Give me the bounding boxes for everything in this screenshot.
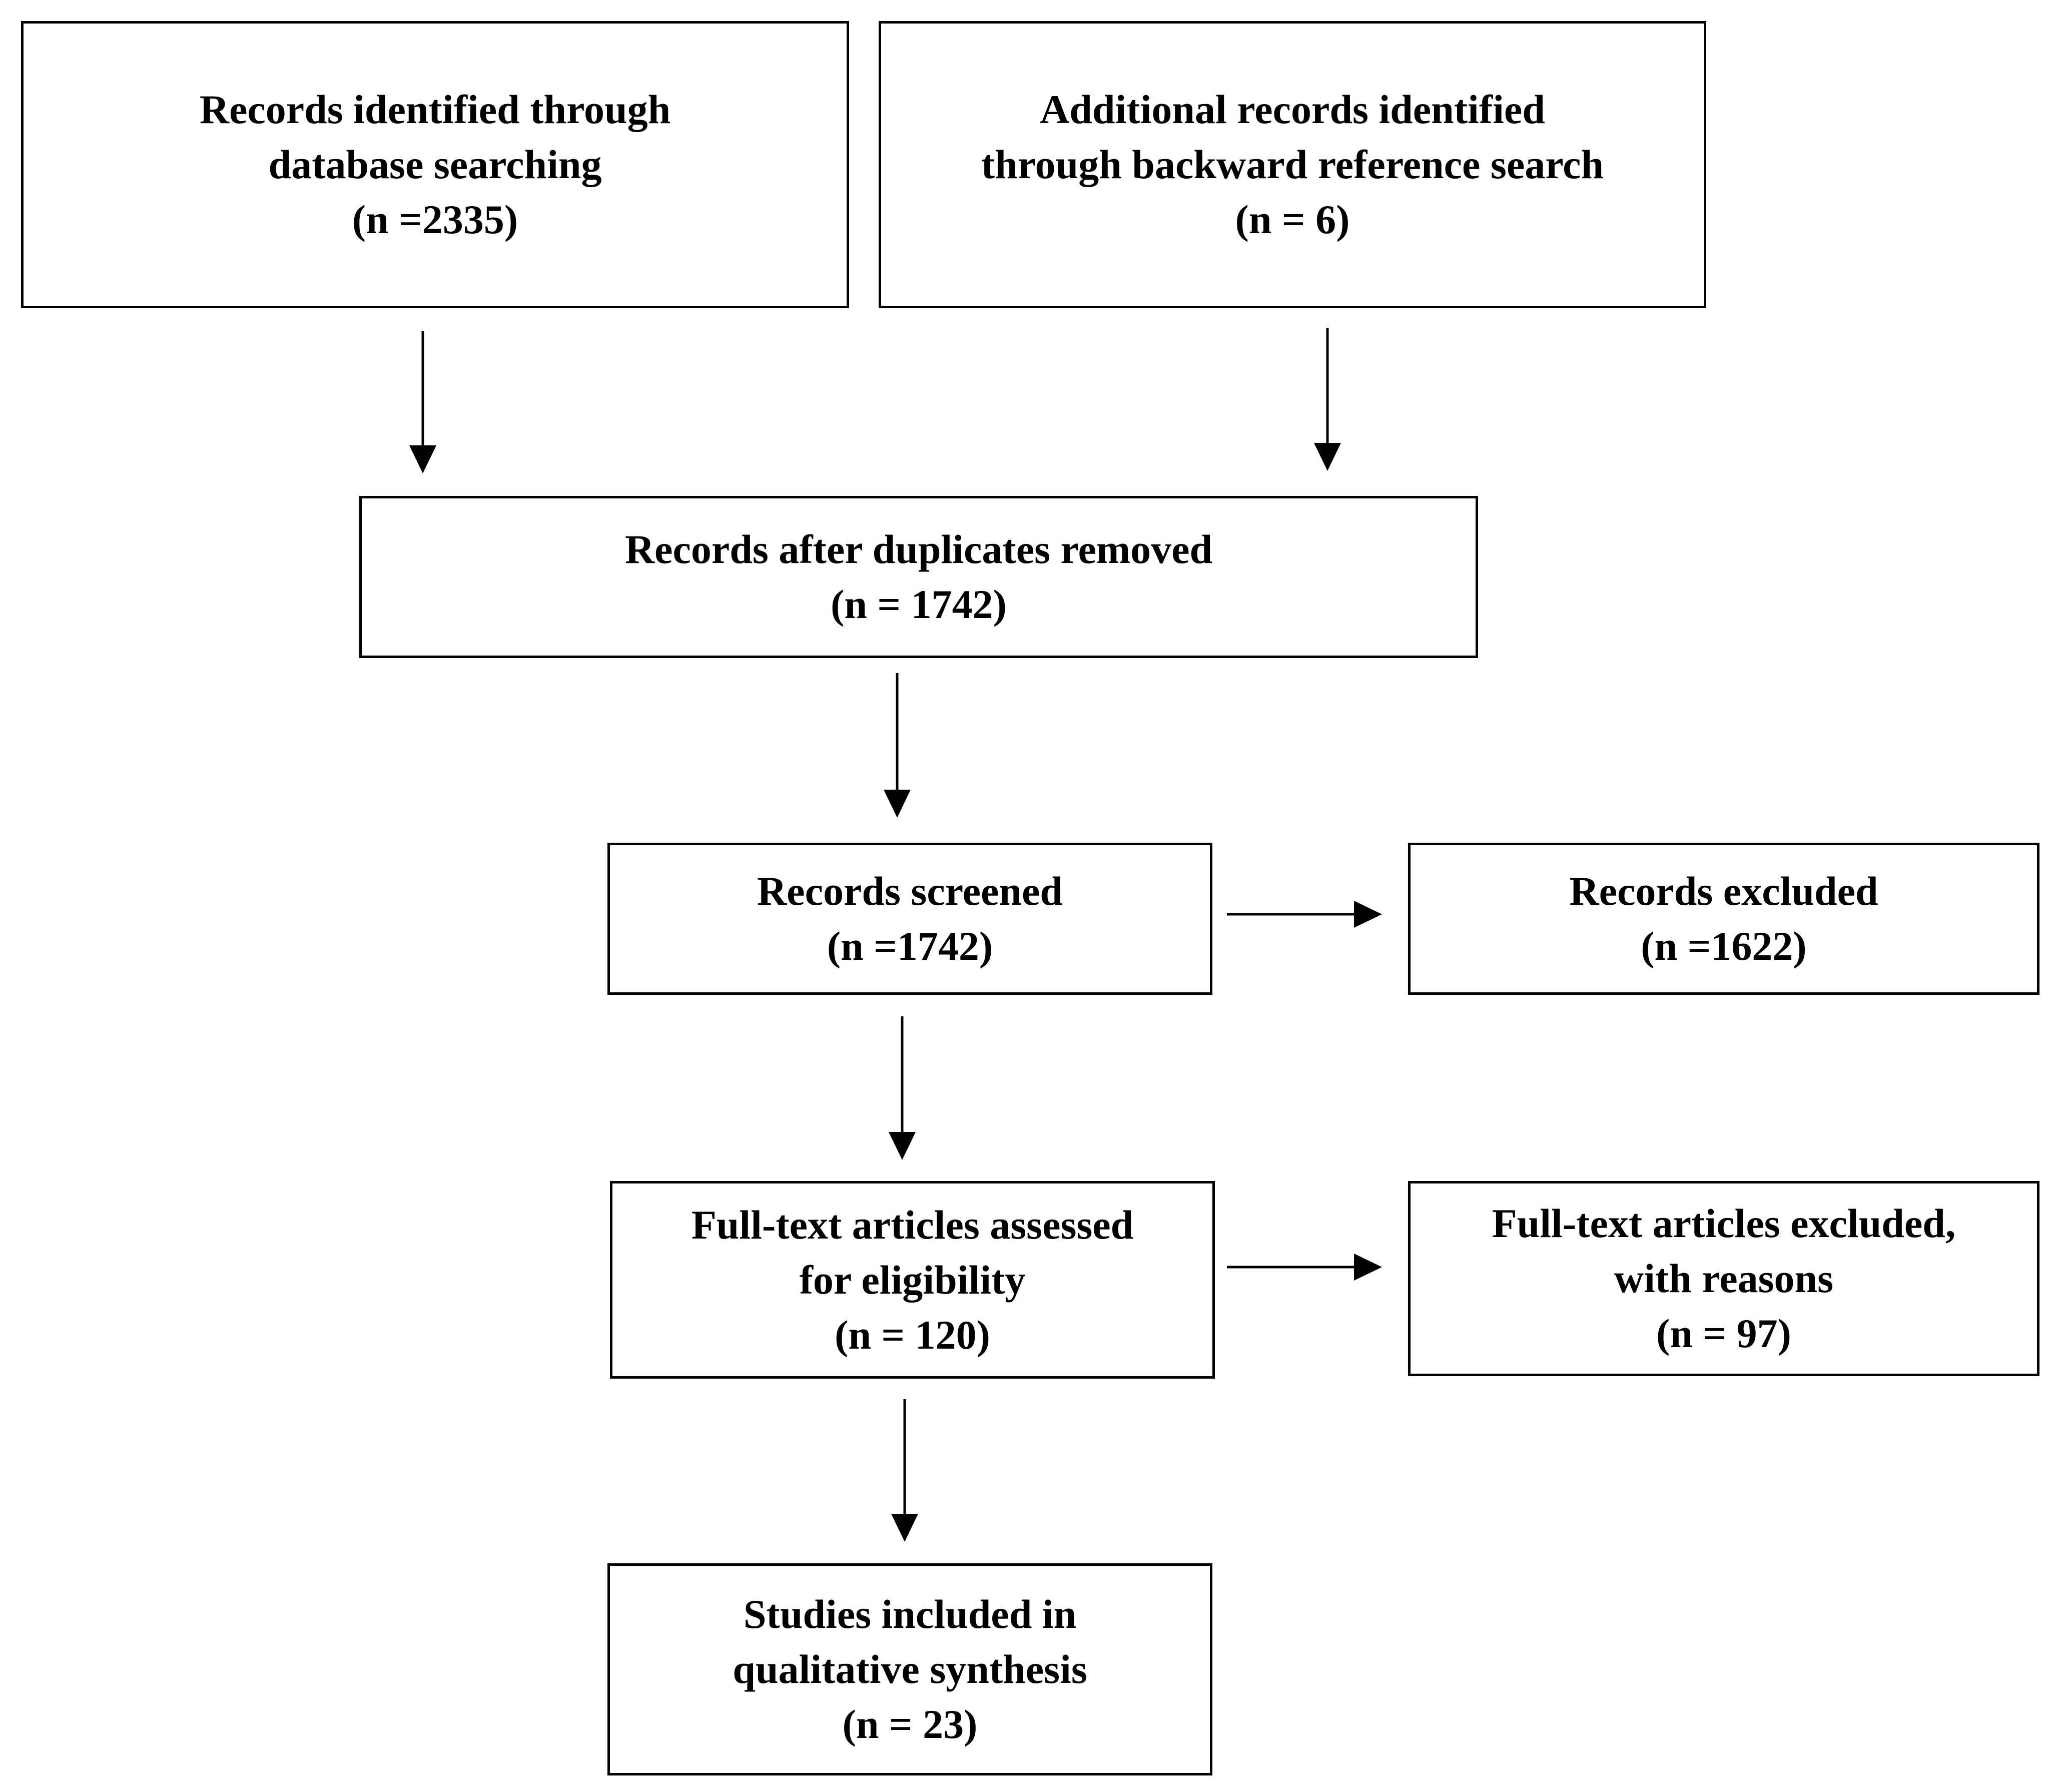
records-screened-count: (n =1742) [827,923,993,969]
fulltext-assessed-title-line1: Full-text articles assessed [691,1202,1134,1248]
fulltext-assessed-box: Full-text articles assessed for eligibil… [610,1181,1215,1379]
studies-included-title-line1: Studies included in [743,1591,1077,1637]
records-identified-box: Records identified through database sear… [21,21,849,308]
fulltext-assessed-title-line2: for eligibility [799,1257,1026,1303]
records-identified-count: (n =2335) [352,197,518,242]
arrow-duplicates-to-screened [884,673,911,818]
fulltext-excluded-box: Full-text articles excluded, with reason… [1408,1181,2039,1376]
arrow-fulltext-to-included [891,1399,918,1542]
studies-included-title-line2: qualitative synthesis [733,1646,1087,1692]
records-excluded-title: Records excluded [1569,868,1878,914]
studies-included-box: Studies included in qualitative synthesi… [607,1563,1212,1775]
additional-records-title-line1: Additional records identified [1040,87,1545,132]
studies-included-count: (n = 23) [842,1701,978,1747]
records-excluded-box: Records excluded (n =1622) [1408,843,2039,995]
additional-records-title-line2: through backward reference search [981,142,1604,187]
records-screened-box: Records screened (n =1742) [607,843,1212,995]
arrow-screened-to-excluded [1227,901,1382,928]
arrow-additional-to-duplicates [1314,328,1341,471]
records-screened-title: Records screened [757,868,1063,914]
additional-records-count: (n = 6) [1235,197,1350,242]
fulltext-excluded-count: (n = 97) [1656,1311,1791,1356]
records-excluded-count: (n =1622) [1641,923,1807,969]
duplicates-removed-title: Records after duplicates removed [624,526,1213,572]
fulltext-assessed-count: (n = 120) [835,1312,990,1358]
records-identified-title-line1: Records identified through [199,87,671,132]
duplicates-removed-box: Records after duplicates removed (n = 17… [359,496,1478,658]
fulltext-excluded-title-line1: Full-text articles excluded, [1492,1201,1956,1246]
records-identified-title-line2: database searching [268,142,602,187]
arrow-screened-to-fulltext [889,1016,916,1160]
arrow-identified-to-duplicates [409,331,436,473]
arrow-fulltext-to-excluded [1227,1254,1382,1281]
duplicates-removed-count: (n = 1742) [831,581,1007,627]
additional-records-box: Additional records identified through ba… [879,21,1706,308]
fulltext-excluded-title-line2: with reasons [1614,1256,1834,1301]
